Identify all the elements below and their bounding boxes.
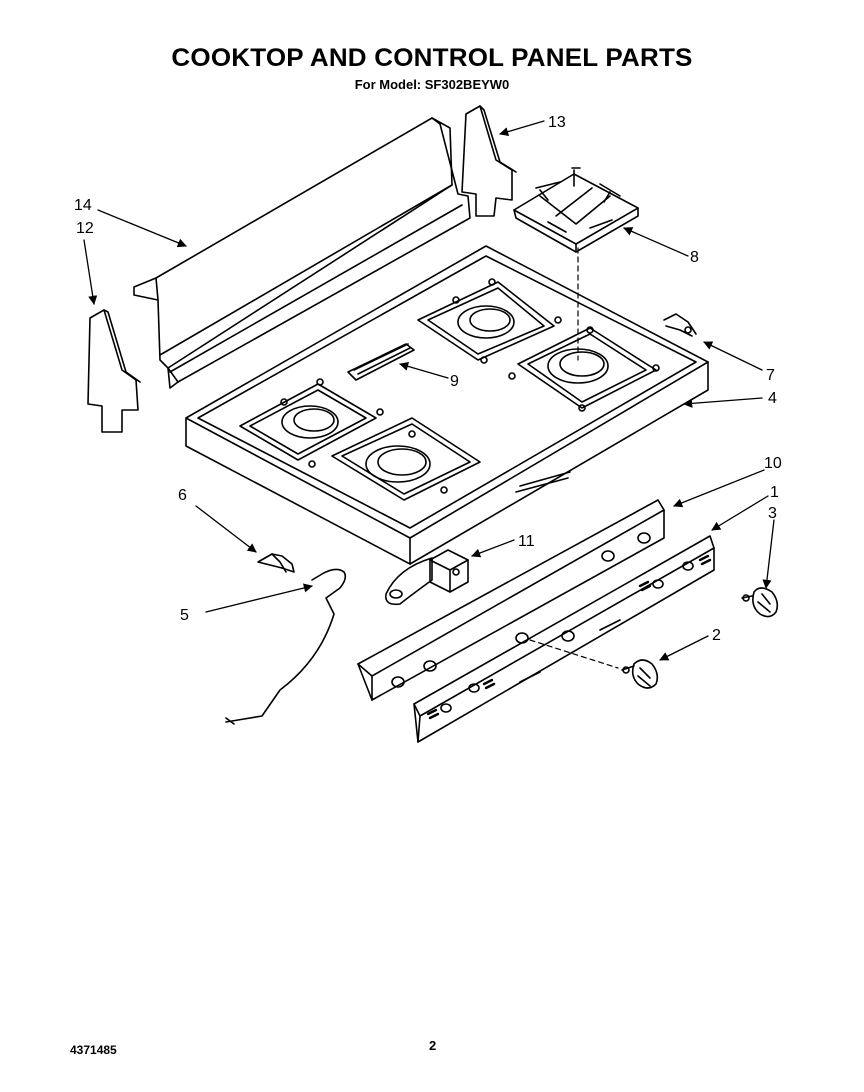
callout-10: 10	[764, 455, 782, 472]
backguard-panel-part	[133, 117, 471, 389]
knob-center-part	[621, 659, 659, 689]
callout-11: 11	[518, 533, 535, 550]
knob-right-part	[741, 587, 779, 618]
left-end-cap-part	[87, 309, 141, 433]
control-panel-rail-part	[357, 499, 665, 701]
page-title: COOKTOP AND CONTROL PANEL PARTS	[171, 44, 693, 72]
callout-7: 7	[766, 367, 775, 384]
burner-grate-part	[513, 167, 639, 253]
callout-4: 4	[768, 390, 777, 407]
callout-3: 3	[768, 505, 777, 522]
leader-lines	[83, 120, 775, 661]
main-cooktop-part	[185, 245, 709, 565]
control-panel-part	[413, 535, 715, 743]
ignition-switch-part	[384, 549, 469, 606]
callout-labels: 13 14 12 8 7 9 4 10 1 3 6 11 5 2	[74, 114, 782, 644]
spring-clip-part	[663, 313, 697, 337]
callout-5: 5	[180, 607, 189, 624]
wire-part	[225, 568, 347, 725]
right-end-cap-part	[461, 105, 517, 217]
callout-8: 8	[690, 249, 699, 266]
callout-13: 13	[548, 114, 566, 131]
document-number: 4371485	[70, 1043, 117, 1057]
model-subtitle: For Model: SF302BEYW0	[354, 77, 510, 92]
bracket-part	[257, 553, 295, 573]
vent-part	[347, 343, 415, 381]
callout-12: 12	[76, 220, 94, 237]
callout-1: 1	[770, 484, 779, 501]
callout-2: 2	[712, 627, 721, 644]
callout-9: 9	[450, 373, 459, 390]
callout-14: 14	[74, 197, 92, 214]
callout-6: 6	[178, 487, 187, 504]
page-number: 2	[429, 1038, 437, 1053]
